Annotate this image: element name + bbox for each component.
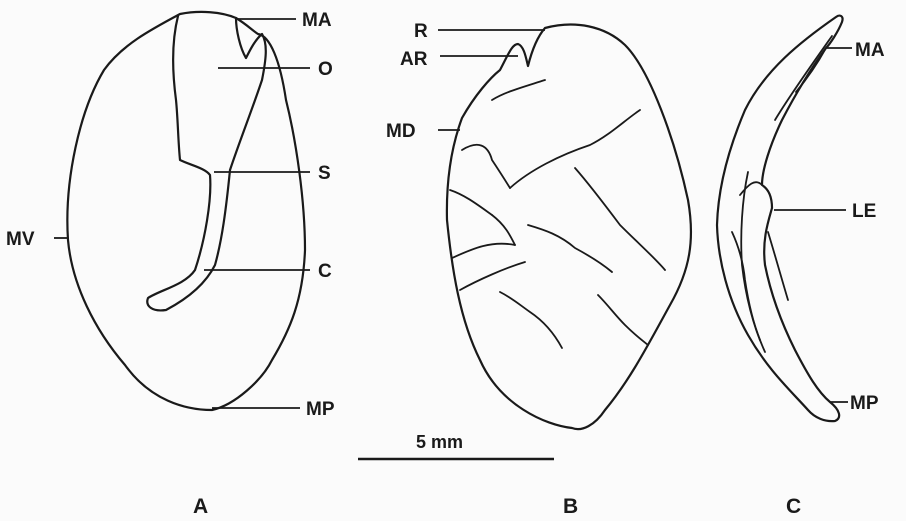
figure-b-vein bbox=[510, 110, 640, 188]
label-c-le: LE bbox=[852, 201, 876, 222]
label-c-mp: MP bbox=[850, 393, 879, 414]
label-a-o: O bbox=[318, 59, 333, 80]
label-a-s: S bbox=[318, 163, 331, 184]
figure-b-vein bbox=[460, 262, 525, 290]
label-a-mp: MP bbox=[306, 399, 335, 420]
figure-c-inner-line bbox=[775, 36, 832, 120]
label-a-c: C bbox=[318, 261, 332, 282]
figure-c-outline bbox=[717, 16, 843, 422]
figure-c-inner-line bbox=[740, 182, 762, 195]
figure-b-vein bbox=[452, 244, 515, 258]
scale-bar-label: 5 mm bbox=[416, 432, 463, 452]
label-b-ar: AR bbox=[400, 49, 428, 70]
figure-b-vein bbox=[450, 190, 492, 215]
figure-a-sulcus bbox=[147, 16, 265, 310]
figure-c-inner-line bbox=[741, 172, 765, 352]
figure-b-outline bbox=[447, 25, 691, 430]
label-a-ma: MA bbox=[302, 10, 332, 31]
figure-b-vein bbox=[500, 292, 562, 348]
figure-b-vein bbox=[492, 80, 545, 100]
figure-a: MA O S C MV MP A bbox=[6, 10, 335, 518]
panel-label-a: A bbox=[193, 495, 208, 518]
figure-b-vein bbox=[462, 145, 510, 188]
panel-label-c: C bbox=[786, 495, 801, 518]
figure-b-vein bbox=[598, 295, 648, 345]
label-a-mv: MV bbox=[6, 229, 35, 250]
scale-bar: 5 mm bbox=[358, 432, 554, 459]
label-b-md: MD bbox=[386, 121, 416, 142]
label-c-ma: MA bbox=[855, 40, 885, 61]
label-b-r: R bbox=[414, 21, 428, 42]
figure-a-outline bbox=[67, 12, 305, 410]
figure-b-vein bbox=[528, 225, 612, 272]
figure-b-vein bbox=[492, 215, 515, 245]
figure-c-inner-line bbox=[732, 232, 760, 340]
figure-c: MA LE MP C bbox=[717, 16, 885, 518]
panel-label-b: B bbox=[563, 495, 578, 518]
